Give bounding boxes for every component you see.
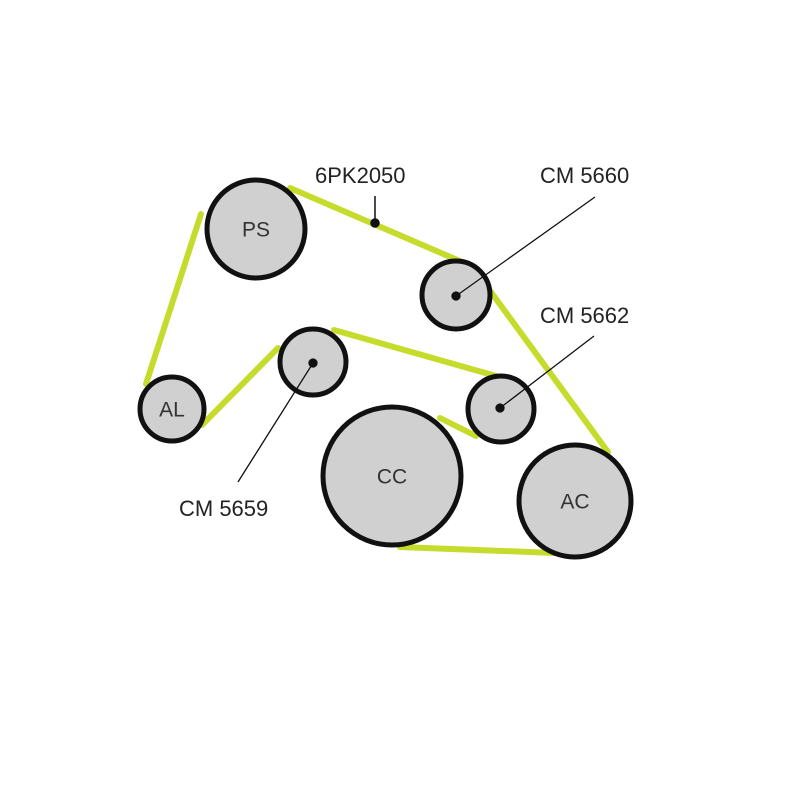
belt-segment	[331, 327, 499, 379]
cm5659-label: CM 5659	[179, 496, 268, 521]
pulley-al	[137, 374, 207, 444]
cm5660-center-dot	[451, 291, 461, 301]
pulley-cc	[320, 404, 464, 548]
belt-segment	[437, 415, 479, 439]
pulley-al-label: AL	[159, 399, 185, 422]
cm5659-leader-line	[237, 362, 314, 483]
cm5662-center-dot	[495, 403, 505, 413]
pulley-ac	[516, 442, 634, 560]
cm5662-label: CM 5662	[540, 303, 629, 328]
belt-segment	[143, 211, 204, 387]
belt	[143, 185, 611, 556]
belt-segment	[397, 544, 558, 556]
pulley-cc-label: CC	[377, 466, 407, 489]
cm5662-leader-line	[499, 335, 595, 409]
belt-segment	[485, 285, 611, 455]
cm5659-center-dot	[308, 358, 318, 368]
belt-leader-dot	[370, 218, 380, 228]
belt-label: 6PK2050	[315, 163, 406, 188]
cm5660-label: CM 5660	[540, 163, 629, 188]
pulley-ps	[204, 177, 308, 281]
pulley-ac-label: AC	[560, 491, 589, 514]
belt-segment	[199, 345, 281, 428]
cm5660-leader-line	[455, 196, 596, 297]
pulley-ps-label: PS	[242, 219, 270, 242]
